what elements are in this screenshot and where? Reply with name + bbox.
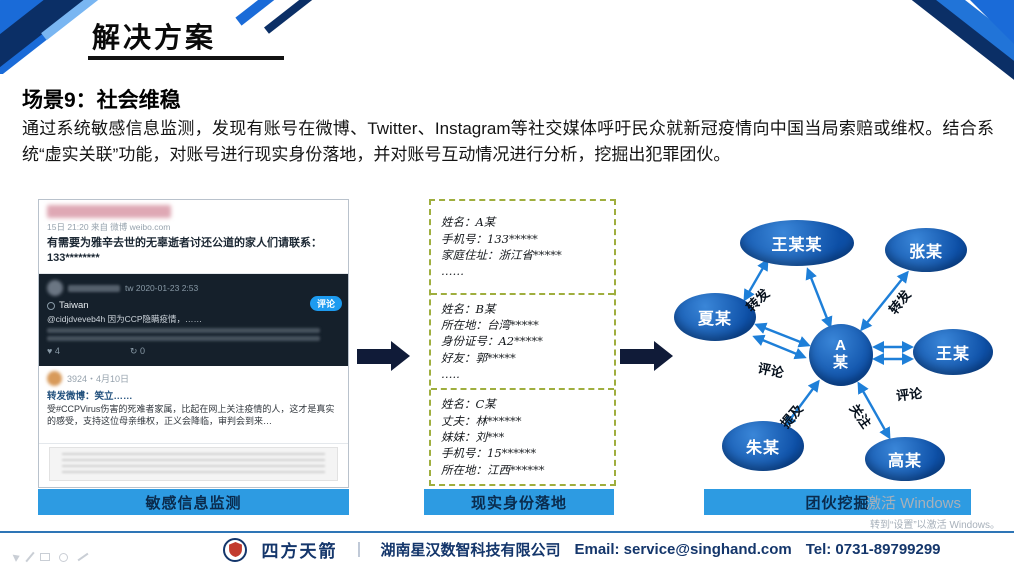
identity-line: ….. [441, 367, 460, 382]
caption-gang-mining: 团伙挖掘 [704, 489, 971, 515]
like-icon: ♥ [47, 346, 53, 357]
footer-tel: Tel: 0731-89799299 [805, 541, 941, 558]
watermark-line: 转到“设置”以激活 Windows。 [870, 520, 1001, 531]
comment-badge: 评论 [309, 296, 342, 311]
decoration-stripe [843, 0, 1014, 82]
footer-separator: ｜ [351, 542, 367, 559]
footer-email: Email: service@singhand.com [574, 541, 792, 558]
location-icon [47, 301, 55, 310]
arrow-head [391, 341, 410, 371]
post-meta: 15日 21:20 来自 微博 weibo.com [47, 222, 171, 232]
arrow-shaft [620, 348, 654, 364]
post-text: 受#CCPVirus伤害的死难者家属，比起在网上关注疫情的人，这才是真实的感受，… [47, 404, 335, 426]
graph-node: 夏某 [674, 293, 756, 341]
identity-line: 家庭住址：浙江省***** [441, 247, 562, 262]
flow-arrow-icon [357, 341, 410, 371]
post-meta: 3924・4月10日 [67, 374, 130, 384]
retweet-count: ↻ 0 [129, 346, 145, 357]
identity-line: 妹妹：刘*** [441, 430, 505, 445]
title-underline [88, 56, 284, 60]
graph-node: 高某 [865, 437, 945, 481]
post-location: Taiwan [59, 300, 89, 311]
decoration-stripe [846, 0, 1014, 86]
gang-graph-panel: 王某某 张某 夏某 A 某 王某 朱某 高某 转发 转发 评论 评论 提及 关注 [660, 200, 1014, 490]
flow-arrow-icon [620, 341, 673, 371]
redacted-username [47, 205, 171, 218]
scene-heading: 场景9：社会维稳 [22, 89, 181, 112]
identity-line: 所在地：江西****** [441, 462, 545, 477]
identity-line: 所在地：台湾***** [441, 318, 539, 333]
blurred-text-line [47, 328, 320, 334]
graph-edges [743, 258, 914, 440]
identity-card: 姓名：A某 手机号：133***** 家庭住址：浙江省***** …… [431, 201, 614, 295]
cursor-icon[interactable] [12, 552, 22, 562]
graph-node-center: A 某 [809, 324, 873, 386]
footer-divider [0, 531, 1014, 533]
page-title: 解决方案 [92, 22, 217, 53]
post-text: @cidjdveveb4h 因为CCP隐瞒疫情，…… [47, 314, 203, 324]
center-node-line: A [835, 337, 847, 355]
circle-icon[interactable] [59, 552, 68, 562]
decoration-stripe [820, 0, 1014, 73]
edge-label: 评论 [895, 385, 923, 404]
identity-line: …… [441, 264, 464, 279]
caption-monitor: 敏感信息监测 [38, 489, 349, 515]
pen-icon[interactable] [25, 551, 35, 563]
graph-node: 王某某 [740, 220, 854, 266]
arrow-head [654, 341, 673, 371]
like-count: ♥ 4 [47, 346, 60, 357]
identity-line: 手机号：133***** [441, 231, 538, 246]
twitter-post: tw 2020-01-23 2:53 评论 Taiwan @cidjdveveb… [39, 274, 348, 366]
weibo-repost: 3924・4月10日 转发微博：笑立…… 受#CCPVirus伤害的死难者家属，… [39, 366, 348, 444]
graph-node: 张某 [885, 228, 967, 272]
line-icon[interactable] [77, 552, 89, 562]
identity-card: 姓名：C某 丈夫：林****** 妹妹：刘*** 手机号：15****** 所在… [431, 390, 614, 484]
decoration-stripe [264, 0, 332, 34]
company-name: 湖南星汉数智科技有限公司 [380, 542, 561, 559]
rectangle-icon[interactable] [40, 553, 50, 561]
blurred-document [49, 447, 338, 481]
identity-line: 好友：郭***** [441, 350, 516, 365]
caption-identity: 现实身份落地 [424, 489, 614, 515]
annotation-toolbar [12, 551, 89, 563]
identity-line: 手机号：15****** [441, 446, 537, 461]
blurred-text-lines [62, 453, 325, 475]
identity-card: 姓名：B某 所在地：台湾***** 身份证号：A2***** 好友：郭*****… [431, 295, 614, 391]
avatar [47, 371, 62, 386]
identity-line: 身份证号：A2***** [441, 334, 543, 349]
graph-node: 朱某 [722, 421, 804, 471]
blurred-text-line [47, 336, 320, 342]
identity-line: 姓名：A某 [441, 215, 496, 230]
graph-node: 王某 [913, 329, 993, 375]
top-right-decoration [694, 0, 1014, 86]
post-meta: tw 2020-01-23 2:53 [125, 283, 199, 293]
decoration-corner [970, 0, 1014, 44]
footer: 四方天箭 ｜ 湖南星汉数智科技有限公司 Email: service@singh… [150, 537, 1014, 562]
monitor-panel: 15日 21:20 来自 微博 weibo.com 有需要为雅辛去世的无辜逝者讨… [38, 199, 349, 488]
retweet-icon: ↻ [129, 346, 138, 357]
brand-name: 四方天箭 [261, 542, 338, 561]
center-node-line: 某 [832, 354, 849, 371]
weibo-post: 15日 21:20 来自 微博 weibo.com 有需要为雅辛去世的无辜逝者讨… [39, 200, 348, 274]
scene-description: 通过系统敏感信息监测，发现有账号在微博、Twitter、Instagram等社交… [22, 119, 994, 164]
avatar [47, 280, 63, 296]
repost-line: 转发微博：笑立…… [47, 391, 133, 402]
post-text: 有需要为雅辛去世的无辜逝者讨还公道的家人们请联系：133******** [47, 237, 322, 264]
identity-line: 姓名：B某 [441, 301, 496, 316]
identity-panel: 姓名：A某 手机号：133***** 家庭住址：浙江省***** …… 姓名：B… [429, 199, 616, 486]
company-logo-icon [223, 537, 248, 562]
arrow-shaft [357, 348, 391, 364]
identity-line: 丈夫：林****** [441, 413, 522, 428]
identity-line: 姓名：C某 [441, 397, 496, 412]
decoration-stripe [235, 0, 305, 26]
redacted-handle [68, 284, 120, 292]
